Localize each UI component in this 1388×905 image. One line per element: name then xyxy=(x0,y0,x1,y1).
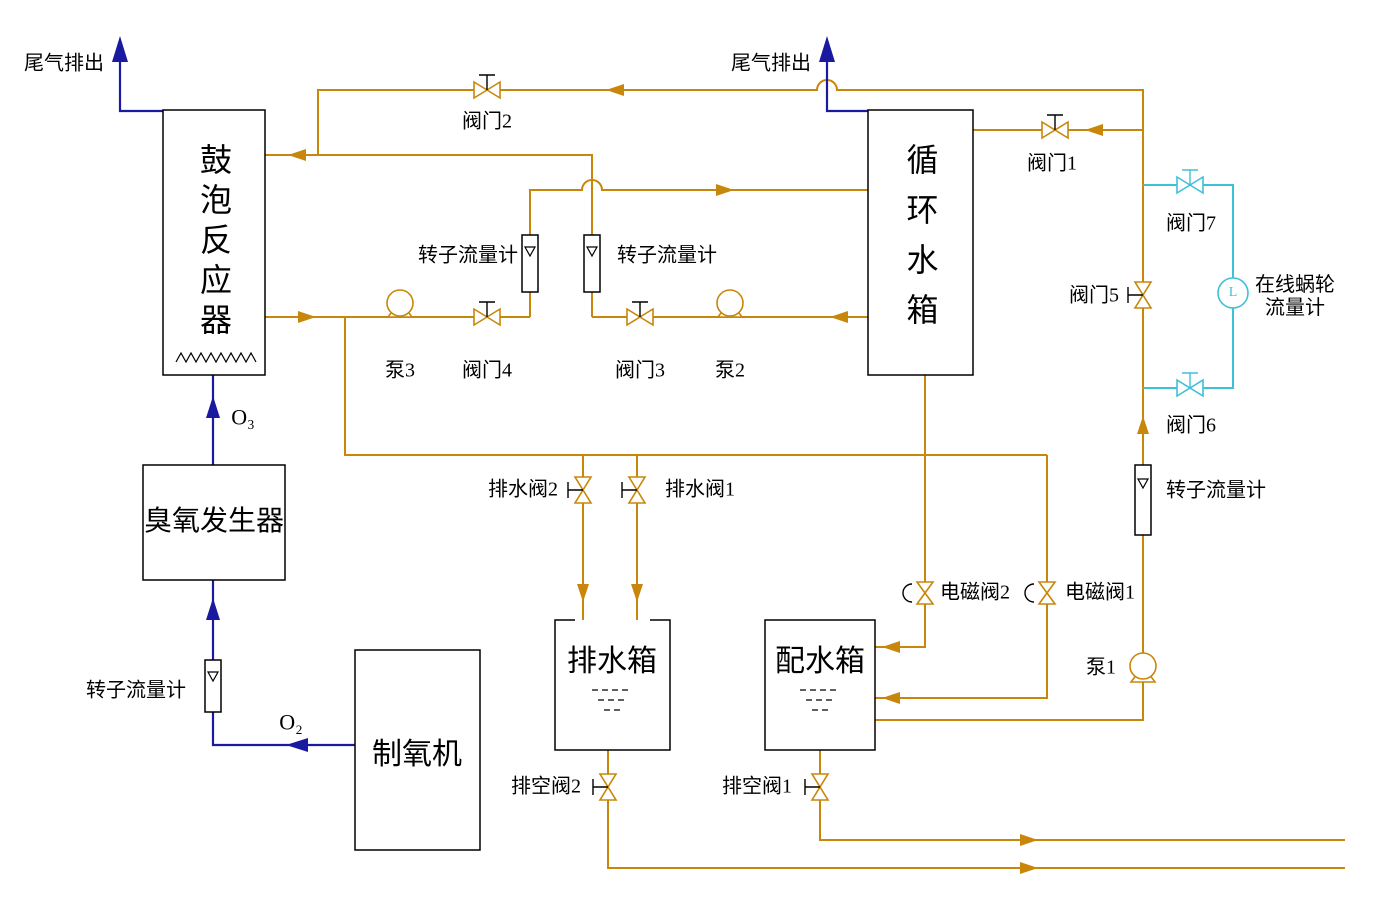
valve7-icon xyxy=(1176,169,1204,195)
pipe-tank-feed xyxy=(529,179,868,317)
distribution-tank-level-icon xyxy=(800,689,840,711)
valve3-label: 阀门3 xyxy=(615,359,665,382)
arrow-up-o3 xyxy=(206,396,220,418)
online-turbine-meter-label: 在线蜗轮 流量计 xyxy=(1255,274,1335,320)
pump1-label: 泵1 xyxy=(1086,656,1116,679)
offgas-right-label: 尾气排出 xyxy=(731,52,811,75)
arrow-left-dist-in-upper xyxy=(882,641,900,653)
ozone-generator-box xyxy=(142,464,286,581)
arrow-up-offgas-right xyxy=(819,36,835,62)
valve5-label: 阀门5 xyxy=(1069,284,1119,307)
arrow-right-bottom2 xyxy=(1020,862,1038,874)
arrow-left-o2 xyxy=(286,738,308,752)
online-turbine-meter-icon xyxy=(1217,277,1249,309)
rotameters xyxy=(204,234,1249,713)
bubble-reactor-title: 鼓泡反应器 xyxy=(196,142,232,343)
offgas-left-label: 尾气排出 xyxy=(24,52,104,75)
distribution-tank-title: 配水箱 xyxy=(775,644,865,678)
pumps xyxy=(386,289,1157,683)
pump2-label: 泵2 xyxy=(715,359,745,382)
valve2-icon xyxy=(473,74,501,100)
rotameter-mid-right-label: 转子流量计 xyxy=(617,244,717,267)
o3-label: O₃ xyxy=(231,404,255,430)
pipe-reactor-return xyxy=(265,154,593,317)
pipe-vent1-line xyxy=(819,750,1345,841)
arrow-right-reactor-out xyxy=(298,311,316,323)
valve1-label: 阀门1 xyxy=(1027,152,1077,175)
arrow-left-valve2 xyxy=(606,84,624,96)
rotameter-mid-left-icon xyxy=(521,234,539,293)
rotameter-right-icon xyxy=(1134,464,1152,536)
flow-arrows xyxy=(112,36,1149,874)
drain-tank-title: 排水箱 xyxy=(567,644,657,678)
arrow-up-pump1 xyxy=(1137,416,1149,434)
solenoid-valve1-label: 电磁阀1 xyxy=(1065,581,1135,604)
circulating-tank-box xyxy=(867,109,974,376)
distribution-tank-box xyxy=(764,619,876,751)
arrow-left-tank-out xyxy=(830,311,848,323)
vent-valve2-icon xyxy=(592,773,618,801)
drain-tank-box xyxy=(554,619,671,751)
drain-valve2-label: 排水阀2 xyxy=(488,478,558,501)
rotameter-left-label: 转子流量计 xyxy=(86,679,186,702)
drain-valve2-icon xyxy=(567,476,593,504)
rotameter-left-icon xyxy=(204,659,222,713)
pipe-offgas-right xyxy=(825,42,868,113)
solenoid-valve2-icon xyxy=(902,581,935,605)
valve6-icon xyxy=(1176,372,1204,398)
pipe-valve2-line xyxy=(317,79,1144,465)
online-turbine-meter-line2: 流量计 xyxy=(1265,297,1325,319)
arrow-down-drain1 xyxy=(631,584,643,602)
oxygen-generator-box xyxy=(354,649,481,851)
drain-valve1-label: 排水阀1 xyxy=(665,478,735,501)
valve3-icon xyxy=(626,301,654,327)
pump1-icon xyxy=(1129,652,1157,683)
arrow-up-o2 xyxy=(206,598,220,620)
arrow-left-valve1 xyxy=(1085,124,1103,136)
valve4-label: 阀门4 xyxy=(462,359,512,382)
bubble-reactor-box xyxy=(162,109,266,376)
arrow-down-drain2 xyxy=(577,584,589,602)
arrow-right-bottom1 xyxy=(1020,834,1038,846)
valve6-label: 阀门6 xyxy=(1166,414,1216,437)
rotameter-mid-left-label: 转子流量计 xyxy=(418,244,518,267)
valves xyxy=(473,74,1204,801)
drain-valve1-icon xyxy=(621,476,647,504)
circulating-tank-title: 循环水箱 xyxy=(902,142,939,343)
pipe-vent2-line xyxy=(607,750,1345,869)
o2-label: O₂ xyxy=(279,709,303,735)
sparger-icon xyxy=(175,351,257,364)
pipe-pump1-suction xyxy=(875,682,1144,721)
arrow-left-reactor-in xyxy=(288,149,306,161)
solenoid-valve1-icon xyxy=(1024,581,1057,605)
pump2-icon xyxy=(716,289,744,318)
valve2-label: 阀门2 xyxy=(462,110,512,133)
drain-tank-level-icon xyxy=(592,689,632,711)
arrow-right-tank-in xyxy=(716,184,734,196)
arrow-left-dist-in-lower xyxy=(882,692,900,704)
valve7-label: 阀门7 xyxy=(1166,212,1216,235)
valve4-icon xyxy=(473,301,501,327)
rotameter-right-label: 转子流量计 xyxy=(1166,479,1266,502)
arrow-up-offgas-left xyxy=(112,36,128,62)
pump3-label: 泵3 xyxy=(385,359,415,382)
vent-valve1-label: 排空阀1 xyxy=(722,775,792,798)
equipment-boxes xyxy=(142,109,974,851)
valve5-icon xyxy=(1127,281,1153,309)
vent-valve1-icon xyxy=(804,773,830,801)
rotameter-mid-right-icon xyxy=(583,234,601,293)
oxygen-generator-title: 制氧机 xyxy=(372,737,462,771)
vent-valve2-label: 排空阀2 xyxy=(511,775,581,798)
pipe-drain-manifold xyxy=(344,317,1047,456)
solenoid-valve2-label: 电磁阀2 xyxy=(940,581,1010,604)
online-turbine-meter-line1: 在线蜗轮 xyxy=(1255,274,1335,296)
pipe-solenoid1-line xyxy=(875,455,1048,699)
pump3-icon xyxy=(386,289,414,318)
turbine-symbol-label: L xyxy=(1228,284,1238,300)
ozone-generator-title: 臭氧发生器 xyxy=(143,505,285,537)
pipe-solenoid2-line xyxy=(875,375,926,648)
pipe-offgas-left xyxy=(118,42,163,113)
valve1-icon xyxy=(1041,114,1069,140)
